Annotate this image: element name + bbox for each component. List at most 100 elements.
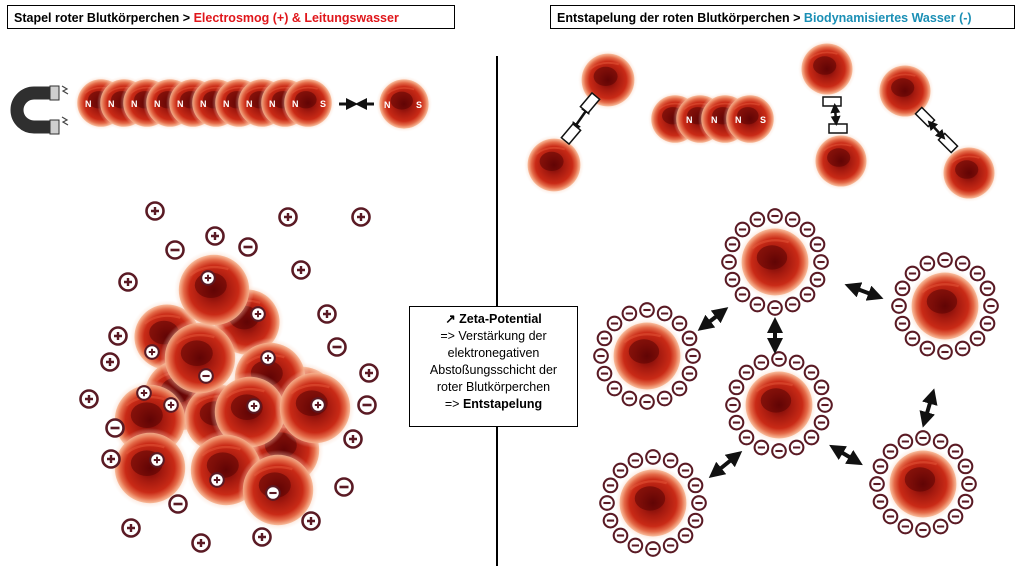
negative-charge-icon <box>645 541 661 557</box>
zeta-potential-box: ↗ Zeta-Potential => Verstärkung der elek… <box>409 306 578 427</box>
negative-charge-icon <box>599 495 615 511</box>
negative-charge-icon <box>915 522 931 538</box>
ringed-cell <box>725 351 833 459</box>
zeta-line: elektronegativen <box>447 346 540 360</box>
negative-charge-icon <box>753 439 770 456</box>
pole-label-n: N <box>735 115 742 125</box>
zeta-heading: ↗ Zeta-Potential <box>445 312 542 326</box>
pole-label-n: N <box>85 99 92 109</box>
positive-charge-icon <box>209 472 225 488</box>
negative-charge-icon <box>919 340 936 357</box>
negative-charge-icon <box>872 458 889 475</box>
negative-charge-icon <box>947 508 964 525</box>
negative-charge-icon <box>749 296 766 313</box>
negative-charge-icon <box>983 298 999 314</box>
negative-charge-icon <box>767 208 783 224</box>
negative-charge-icon <box>627 537 644 554</box>
pole-label-s: S <box>416 100 422 110</box>
negative-charge-icon <box>803 429 820 446</box>
red-blood-cell <box>741 367 817 443</box>
positive-charge-icon <box>149 452 165 468</box>
negative-charge-icon <box>961 476 977 492</box>
negative-charge-icon <box>957 493 974 510</box>
negative-charge-icon <box>947 443 964 460</box>
negative-charge-icon <box>639 394 655 410</box>
negative-charge-icon <box>809 271 826 288</box>
negative-charge-icon <box>265 485 281 501</box>
right-title-prefix: Entstapelung der roten Blutkörperchen > <box>557 11 804 25</box>
negative-charge-icon <box>882 443 899 460</box>
pole-label-n: N <box>269 99 276 109</box>
negative-charge-icon <box>728 414 745 431</box>
pole-label-n: N <box>177 99 184 109</box>
negative-charge-icon <box>724 236 741 253</box>
negative-charge-icon <box>937 252 953 268</box>
repulsion-arrows <box>697 282 938 479</box>
negative-charge-icon <box>915 430 931 446</box>
ringed-cell <box>593 302 701 410</box>
negative-charge-icon <box>894 315 911 332</box>
negative-charge-icon <box>596 365 613 382</box>
negative-charge-icon <box>897 518 914 535</box>
red-blood-cell <box>615 465 691 541</box>
pole-label-n: N <box>711 115 718 125</box>
negative-charge-icon <box>932 518 949 535</box>
negative-charge-icon <box>691 495 707 511</box>
negative-charge-icon <box>606 380 623 397</box>
negative-charge-icon <box>721 254 737 270</box>
negative-charge-icon <box>932 433 949 450</box>
negative-charge-icon <box>602 477 619 494</box>
red-blood-cell <box>885 446 961 522</box>
negative-charge-icon <box>612 462 629 479</box>
negative-charge-icon <box>803 364 820 381</box>
negative-charge-icon <box>897 433 914 450</box>
positive-charge-icon <box>144 344 160 360</box>
negative-charge-icon <box>904 265 921 282</box>
right-title-highlight: Biodynamisiertes Wasser (-) <box>803 11 972 25</box>
pole-label-n: N <box>108 99 115 109</box>
negative-charge-icon <box>662 537 679 554</box>
negative-charge-icon <box>734 221 751 238</box>
negative-charge-icon <box>738 429 755 446</box>
negative-charge-icon <box>687 512 704 529</box>
negative-charge-icon <box>685 348 701 364</box>
pole-label-n: N <box>131 99 138 109</box>
negative-charge-icon <box>621 390 638 407</box>
negative-charge-icon <box>681 330 698 347</box>
negative-charge-icon <box>639 302 655 318</box>
rouleau-chain: N N N N N N N N N N S <box>74 76 335 130</box>
left-title-box: Stapel roter Blutkörperchen > Electrosmo… <box>7 5 455 29</box>
left-title-prefix: Stapel roter Blutkörperchen > <box>14 11 194 25</box>
short-stack: N N N S <box>648 92 777 146</box>
negative-charge-icon <box>954 340 971 357</box>
positive-charge-icon <box>200 270 216 286</box>
pole-label-n: N <box>686 115 693 125</box>
left-title-highlight: Electrosmog (+) & Leitungswasser <box>193 11 399 25</box>
negative-charge-icon <box>882 508 899 525</box>
negative-charge-icon <box>671 315 688 332</box>
negative-charge-icon <box>788 439 805 456</box>
ringed-cell <box>891 252 999 360</box>
negative-charge-icon <box>957 458 974 475</box>
negative-charge-icon <box>724 271 741 288</box>
pole-label-s: S <box>760 115 766 125</box>
negative-charge-icon <box>813 379 830 396</box>
negative-charge-icon <box>894 280 911 297</box>
negative-charge-icon <box>677 527 694 544</box>
zeta-line: Abstoßungsschicht der <box>429 363 558 377</box>
negative-charge-icon <box>799 286 816 303</box>
negative-charge-icon <box>734 286 751 303</box>
negative-charge-icon <box>671 380 688 397</box>
pole-label-n: N <box>246 99 253 109</box>
negative-charge-icon <box>904 330 921 347</box>
single-cell: N S <box>376 76 432 132</box>
negative-charge-icon <box>728 379 745 396</box>
ringed-cell <box>869 430 977 538</box>
negative-charge-icon <box>621 305 638 322</box>
negative-charge-icon <box>656 390 673 407</box>
negative-charge-icon <box>771 443 787 459</box>
negative-charge-icon <box>606 315 623 332</box>
negative-charge-icon <box>813 414 830 431</box>
negative-charge-icon <box>979 280 996 297</box>
positive-charge-icon <box>246 398 262 414</box>
